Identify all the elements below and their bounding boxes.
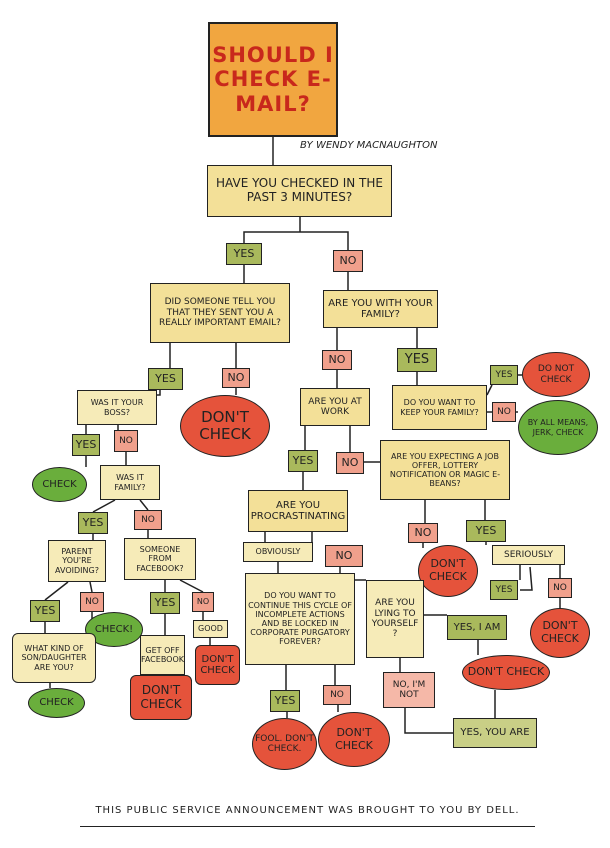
question-at-work: Are you at work (300, 388, 370, 426)
no-label: No (333, 250, 363, 272)
check-result: Check (32, 467, 87, 502)
question-continue-cycle: Do you want to continue this cycle of in… (245, 573, 355, 665)
do-not-check-result: Do not check (522, 352, 590, 397)
no-label: No (323, 685, 351, 705)
no-label: No (408, 523, 438, 543)
yes-label: Yes (72, 434, 100, 456)
yes-label: Yes (226, 243, 262, 265)
check-result: By all means, jerk, check (518, 400, 598, 455)
title-box: Should I check e-mail? (208, 22, 338, 137)
no-label: No (492, 402, 516, 422)
question-keep-family: Do you want to keep your family? (392, 385, 487, 430)
dont-check-result: Don't check (418, 545, 478, 597)
question-what-kind-child: What kind of son/daughter are you? (12, 633, 96, 683)
no-label: No (336, 452, 364, 474)
footer-announcement: This public service announcement was bro… (80, 805, 535, 827)
no-label: No (222, 368, 250, 388)
yes-label: Yes (397, 348, 437, 372)
no-label: No (134, 510, 162, 530)
no-label: No (322, 350, 352, 370)
yes-label: Yes (490, 365, 518, 385)
question-procrastinating: Are you procrastinating (248, 490, 348, 532)
question-checked-recently: Have you checked in the past 3 minutes? (207, 165, 392, 217)
yes-label: Yes (490, 580, 518, 600)
question-lying-to-yourself: Are you lying to yourself ? (366, 580, 424, 658)
byline: by Wendy MacNaughton (300, 140, 438, 151)
yes-label: Yes (288, 450, 318, 472)
no-label: No (192, 592, 214, 612)
no-label: No (325, 545, 363, 567)
question-expecting-news: Are you expecting a job offer, lottery n… (380, 440, 510, 500)
question-was-family: Was it family? (100, 465, 160, 500)
dont-check-result: Don't check (195, 645, 240, 685)
yes-label: Yes (30, 600, 60, 622)
yes-label: Yes (78, 512, 108, 534)
yes-you-are-label: Yes, you are (453, 718, 537, 748)
no-label: No (114, 430, 138, 452)
good-label: Good (193, 620, 228, 638)
get-off-facebook: Get off Facebook (140, 635, 185, 675)
yes-i-am-label: Yes, I am (447, 615, 507, 640)
yes-label: Yes (150, 592, 180, 614)
dont-check-result: Don't check (462, 655, 550, 690)
dont-check-result: Don't check (180, 395, 270, 457)
dont-check-result: Don't check (530, 608, 590, 658)
fool-dont-check-result: Fool. Don't check. (252, 718, 317, 770)
check-result: Check (28, 688, 85, 718)
yes-label: Yes (466, 520, 506, 542)
no-label: No (80, 592, 104, 612)
no-label: No (548, 578, 572, 598)
no-im-not-label: No, I'm not (383, 672, 435, 708)
question-someone-facebook: Someone from Facebook? (124, 538, 196, 580)
seriously-label: Seriously (492, 545, 565, 565)
dont-check-result: Don't check (130, 675, 192, 720)
question-with-family: Are you with your family? (323, 290, 438, 328)
yes-label: Yes (270, 690, 300, 712)
yes-label: Yes (148, 368, 183, 390)
question-told-important: Did someone tell you that they sent you … (150, 283, 290, 343)
question-parent-avoiding: Parent you're avoiding? (48, 540, 106, 582)
question-was-boss: Was it your boss? (77, 390, 157, 425)
obviously-label: Obviously (243, 542, 313, 562)
dont-check-result: Don't check (318, 712, 390, 767)
